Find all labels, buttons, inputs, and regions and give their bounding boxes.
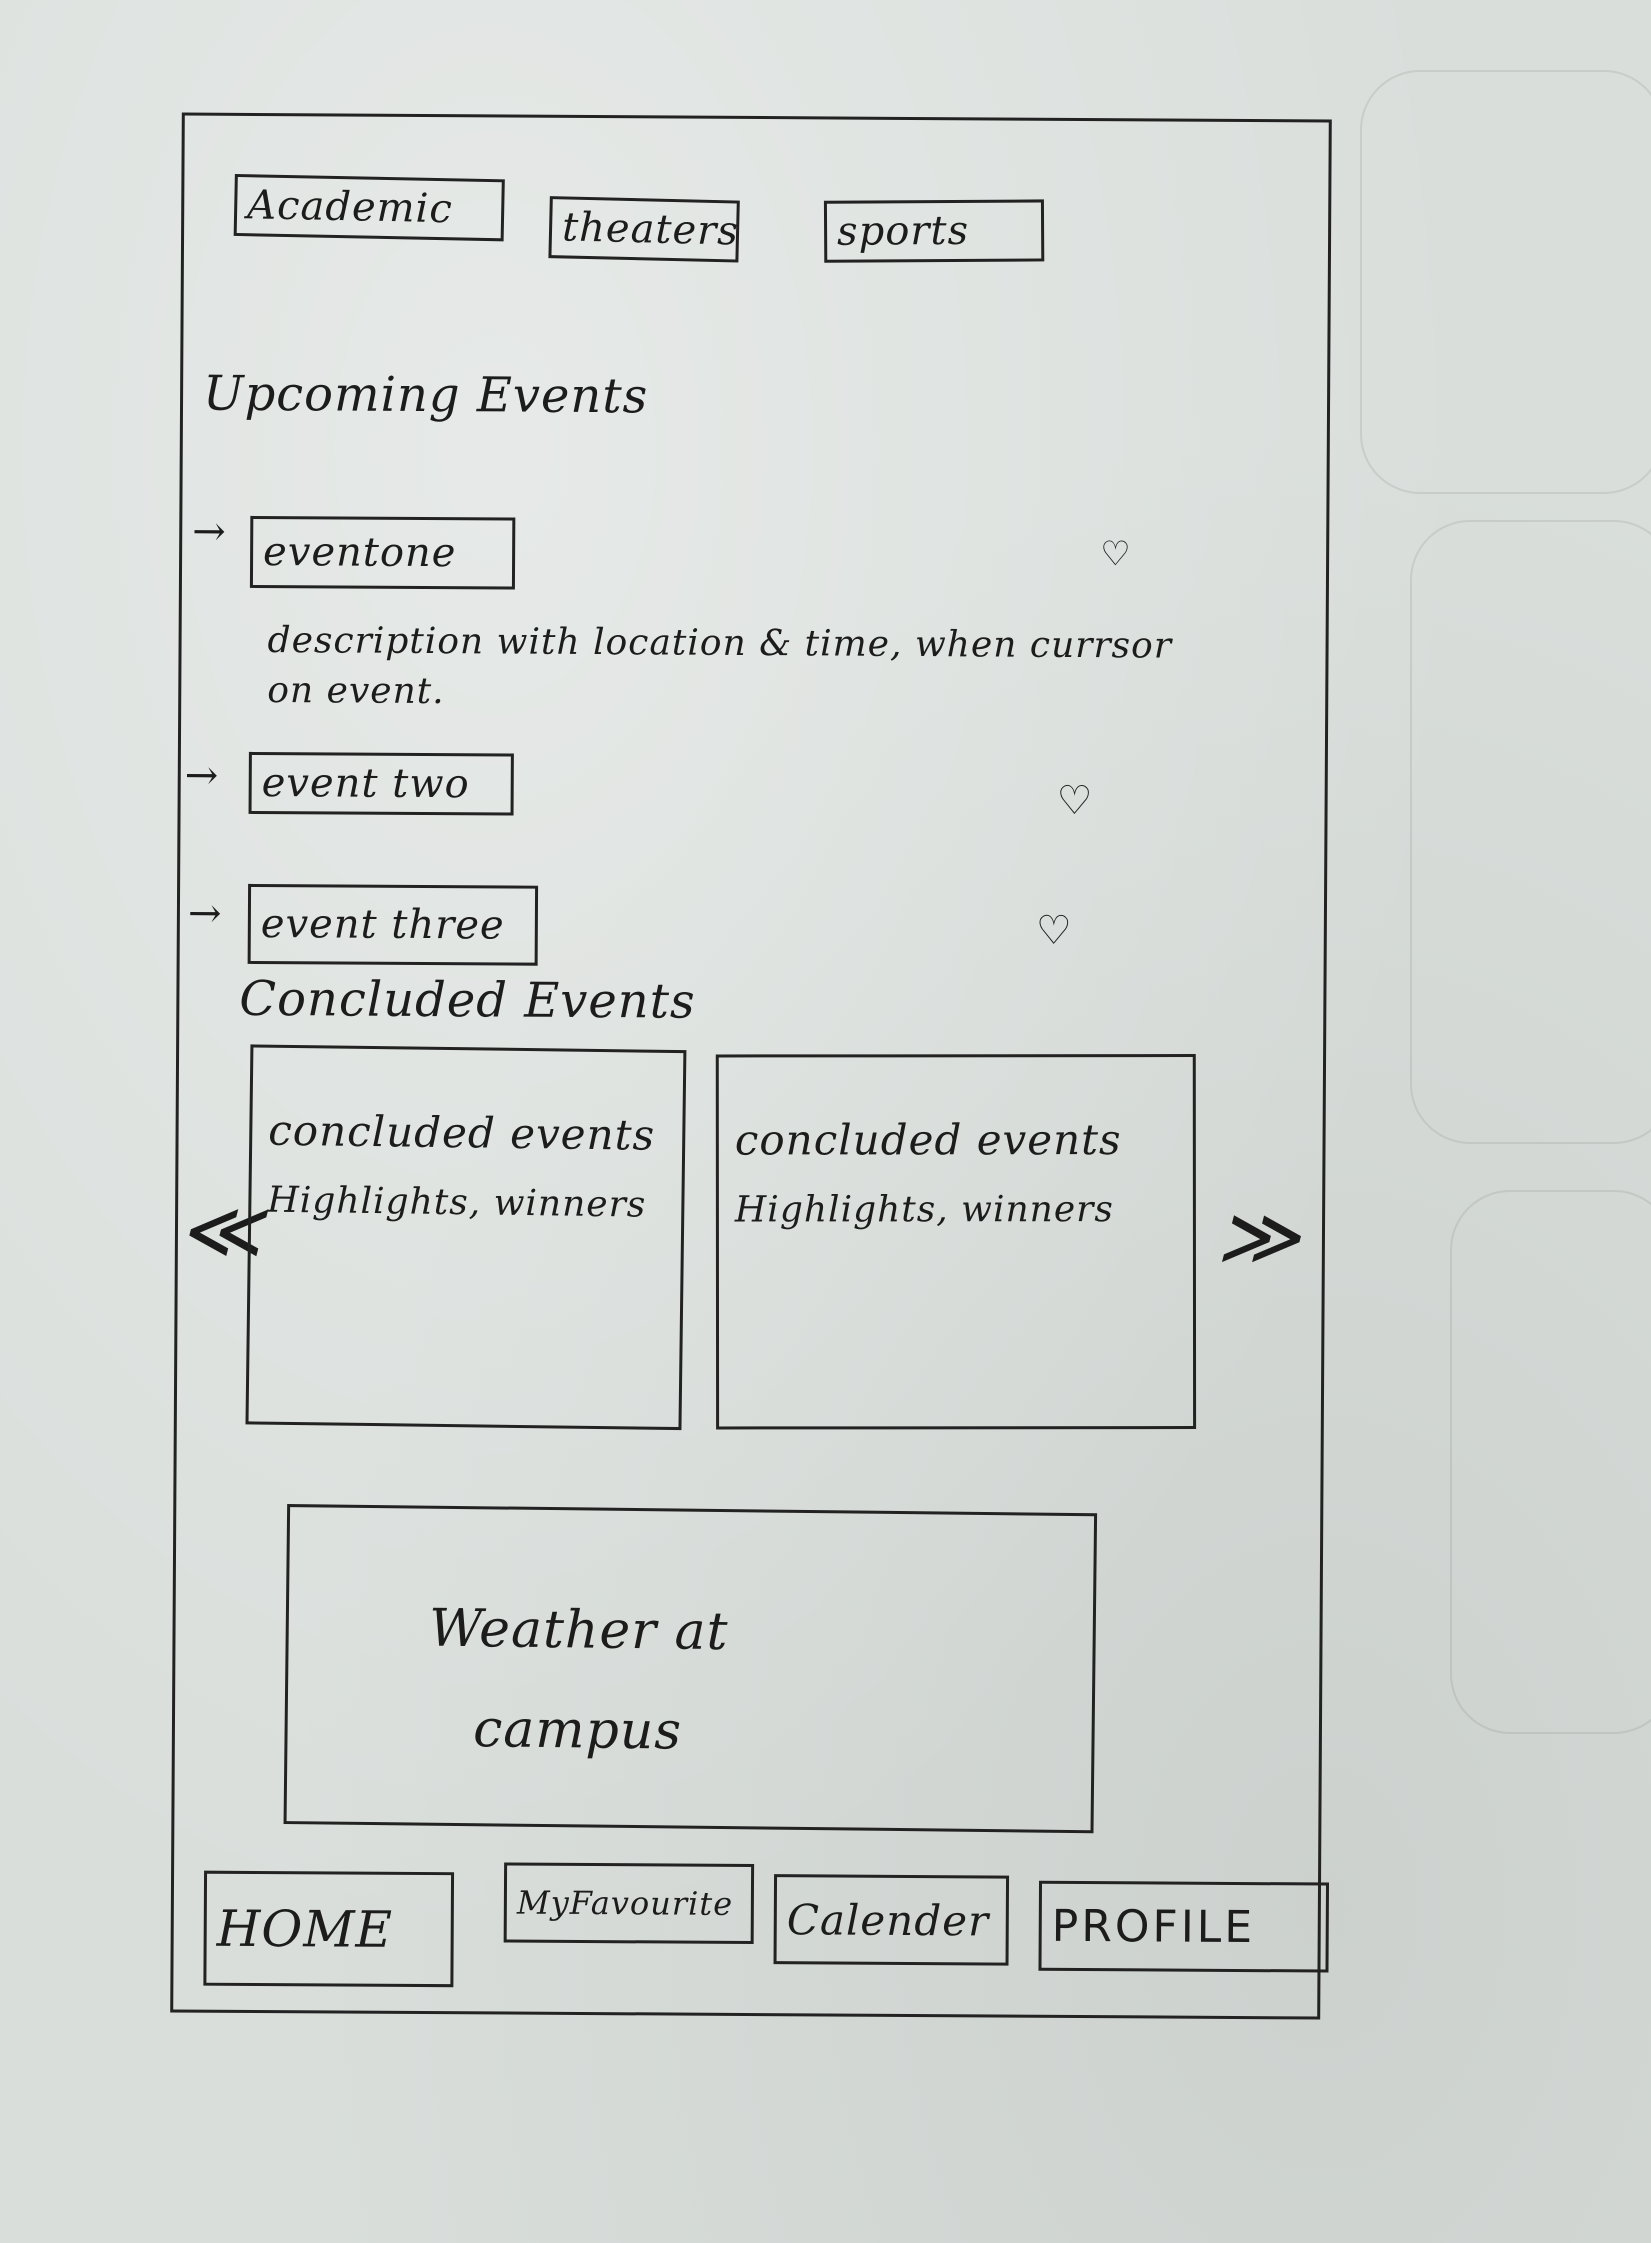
- weather-label: Weather at campus: [428, 1598, 729, 1762]
- concluded-card-detail: Highlights, winners: [734, 1189, 1114, 1231]
- concluded-event-card[interactable]: concluded events Highlights, winners: [715, 1054, 1197, 1430]
- upcoming-events-title: Upcoming Events: [202, 365, 649, 425]
- chevron-right-icon[interactable]: ≫: [1215, 1189, 1302, 1284]
- heart-icon[interactable]: ♡: [1056, 777, 1094, 825]
- concluded-card-title: concluded events: [734, 1115, 1122, 1165]
- event-three-label: event three: [260, 901, 505, 949]
- event-description: description with location & time, when c…: [267, 620, 1173, 713]
- heart-icon[interactable]: ♡: [1100, 534, 1132, 575]
- concluded-event-card[interactable]: concluded events Highlights, winners: [245, 1044, 687, 1431]
- concluded-card-detail: Highlights, winners: [267, 1179, 647, 1226]
- arrow-right-icon: →: [184, 752, 220, 799]
- ghost-sketch-2: [1410, 520, 1651, 1144]
- tab-sports[interactable]: sports: [823, 199, 1045, 263]
- nav-calendar-label: Calender: [786, 1894, 990, 1945]
- heart-icon[interactable]: ♡: [1035, 907, 1073, 954]
- nav-home-button[interactable]: HOME: [203, 1870, 455, 1988]
- ghost-sketch-3: [1450, 1190, 1651, 1734]
- arrow-right-icon: →: [187, 890, 223, 937]
- weather-widget: Weather at campus: [283, 1504, 1098, 1834]
- tab-sports-label: sports: [836, 207, 970, 255]
- nav-profile-label: PROFILE: [1051, 1900, 1256, 1953]
- ghost-sketch-1: [1360, 70, 1651, 494]
- event-one-label: eventone: [262, 529, 457, 577]
- tab-academic-label: Academic: [246, 182, 454, 233]
- nav-favourite-label: MyFavourite: [516, 1883, 734, 1923]
- concluded-card-title: concluded events: [268, 1105, 656, 1160]
- tab-theaters-label: theaters: [561, 204, 740, 255]
- nav-calendar-button[interactable]: Calender: [773, 1874, 1010, 1966]
- event-two-label: event two: [261, 760, 470, 808]
- event-three-item[interactable]: event three: [247, 883, 539, 966]
- tab-academic[interactable]: Academic: [233, 173, 505, 242]
- concluded-events-title: Concluded Events: [239, 970, 696, 1030]
- nav-home-label: HOME: [216, 1899, 394, 1959]
- event-two-item[interactable]: event two: [248, 751, 514, 816]
- phone-frame: Academic theaters sports Upcoming Events…: [170, 112, 1332, 2020]
- arrow-right-icon: →: [192, 508, 227, 555]
- event-one-item[interactable]: eventone: [249, 515, 516, 590]
- nav-profile-button[interactable]: PROFILE: [1038, 1880, 1330, 1973]
- tab-theaters[interactable]: theaters: [548, 196, 740, 263]
- nav-favourite-button[interactable]: MyFavourite: [503, 1862, 755, 1945]
